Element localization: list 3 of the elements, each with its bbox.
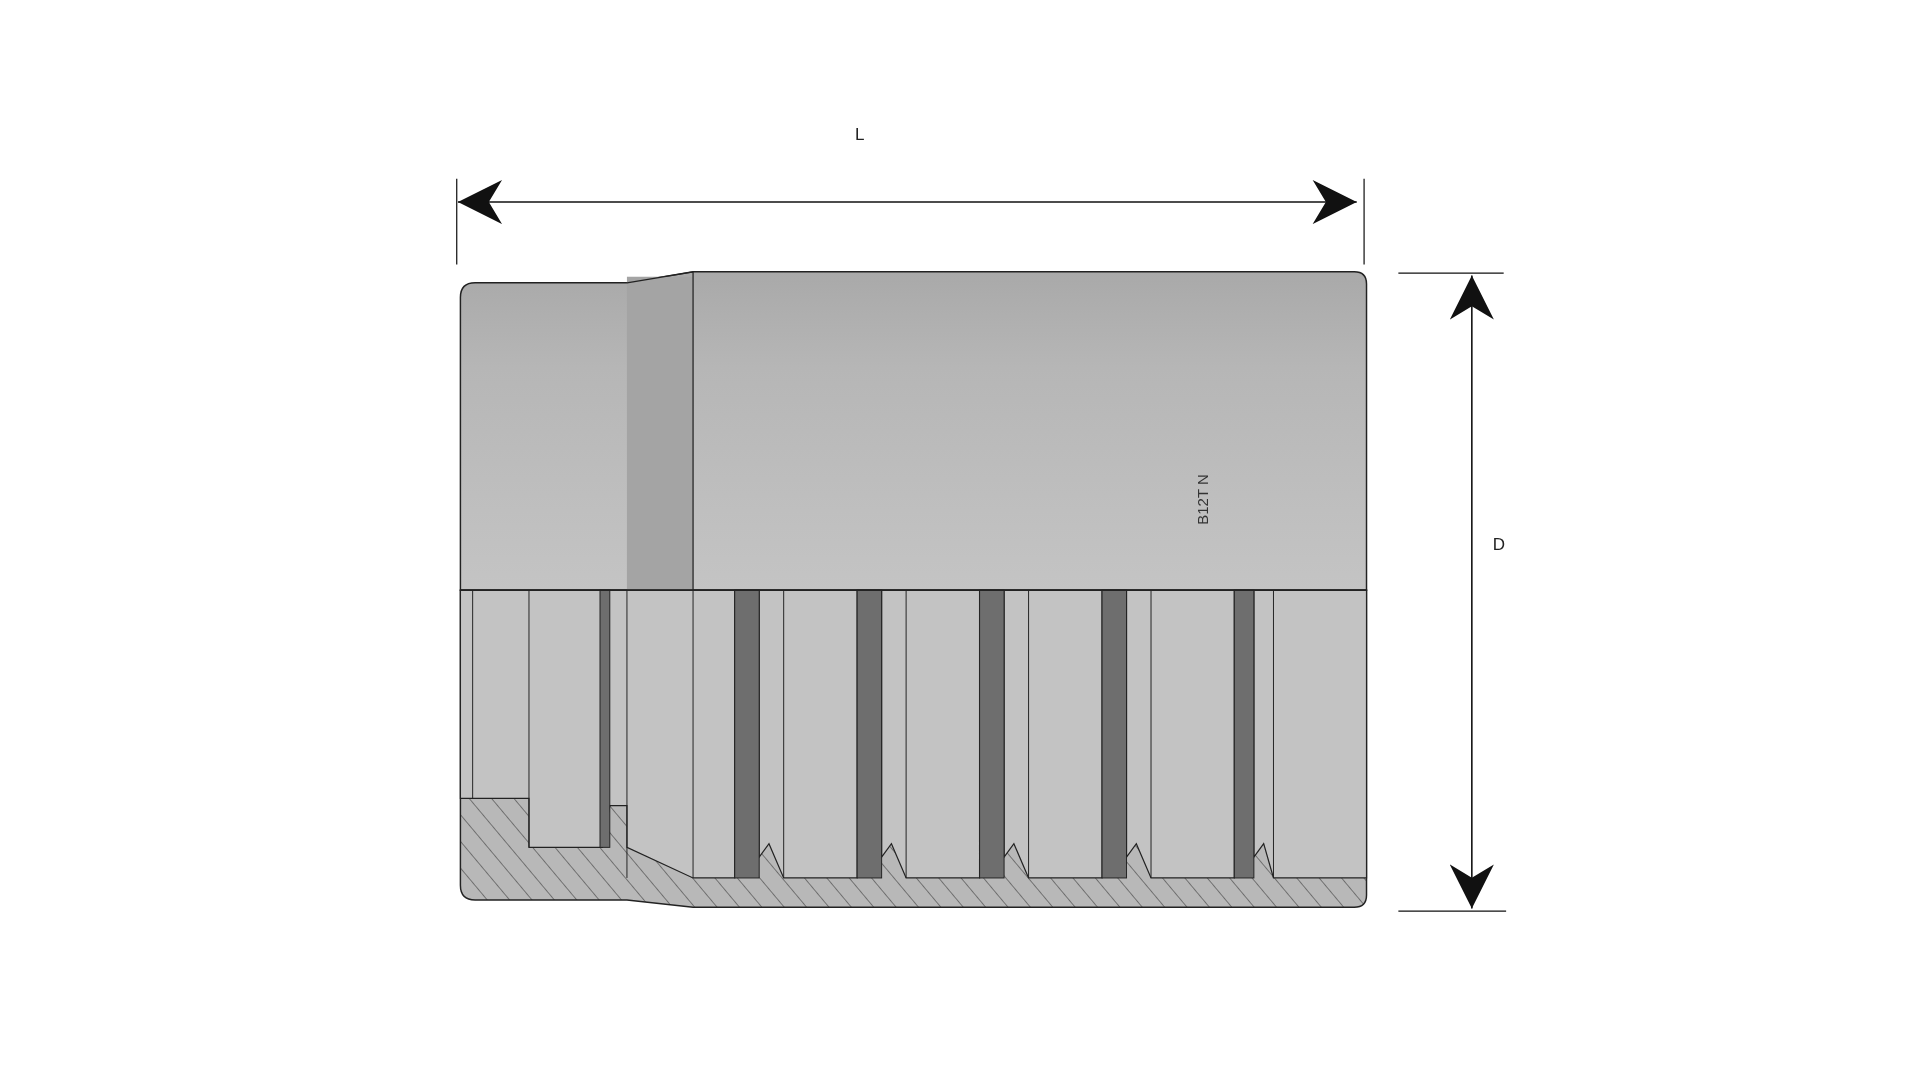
dimension-label: L	[855, 126, 865, 144]
dimension-label: D	[1492, 536, 1506, 554]
part-marking: B12T N	[1194, 474, 1210, 525]
